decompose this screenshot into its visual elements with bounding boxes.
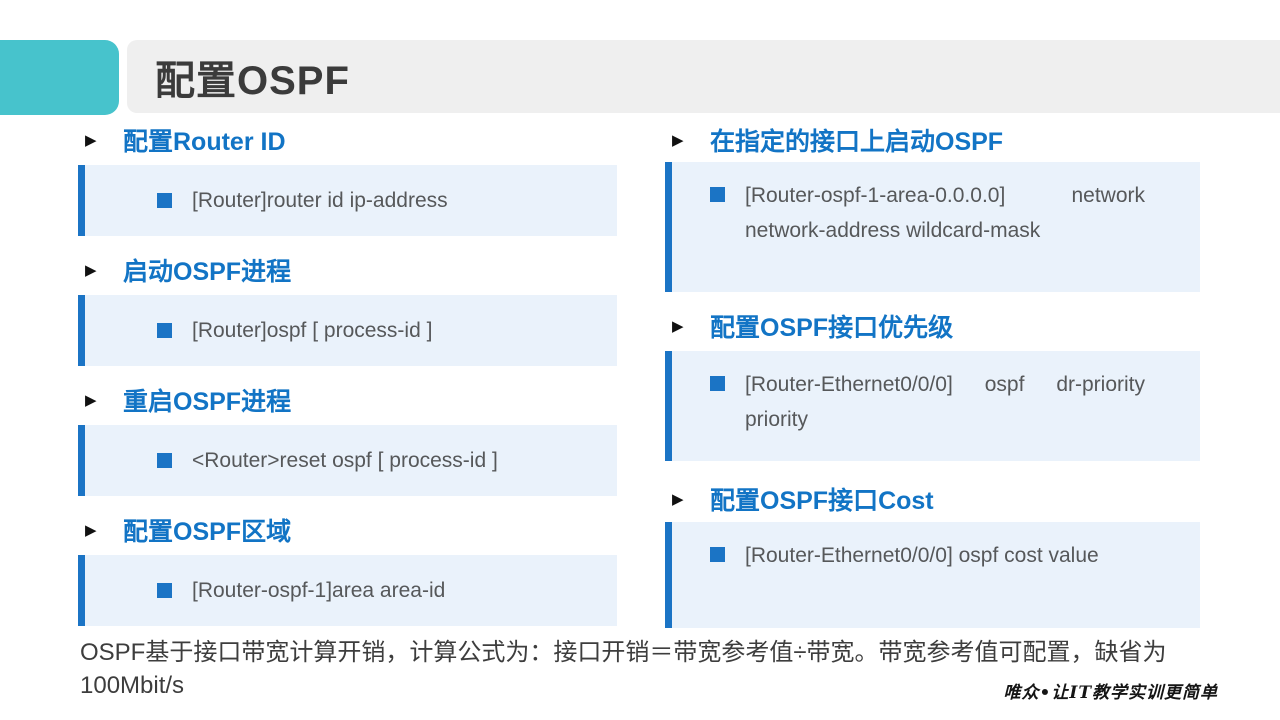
command-box: [Router]router id ip-address bbox=[78, 165, 617, 236]
square-bullet-icon bbox=[157, 452, 172, 468]
command-text: [Router-Ethernet0/0/0] ospf cost value bbox=[745, 544, 1099, 567]
section-heading: ▶ 配置OSPF接口优先级 bbox=[665, 311, 1200, 342]
section-router-id: ▶ 配置Router ID [Router]router id ip-addre… bbox=[78, 125, 617, 236]
command-text: [Router-ospf-1-area-0.0.0.0] network net… bbox=[745, 184, 1145, 242]
section-heading: ▶ 配置OSPF区域 bbox=[78, 515, 617, 546]
triangle-marker-icon: ▶ bbox=[672, 490, 684, 508]
square-bullet-icon bbox=[157, 192, 172, 208]
section-heading: ▶ 配置Router ID bbox=[78, 125, 617, 156]
section-heading-label: 配置Router ID bbox=[123, 128, 286, 156]
command-text: [Router-Ethernet0/0/0] ospf dr-priority … bbox=[745, 373, 1145, 431]
triangle-marker-icon: ▶ bbox=[672, 131, 684, 149]
square-bullet-icon bbox=[710, 547, 725, 562]
square-bullet-icon bbox=[710, 376, 725, 391]
section-heading-label: 配置OSPF接口Cost bbox=[710, 487, 934, 515]
triangle-marker-icon: ▶ bbox=[85, 131, 97, 149]
section-heading-label: 启动OSPF进程 bbox=[123, 258, 292, 286]
command-box: [Router]ospf [ process-id ] bbox=[78, 295, 617, 366]
section-heading-label: 在指定的接口上启动OSPF bbox=[710, 128, 1004, 156]
title-bar: 配置OSPF bbox=[127, 40, 1280, 113]
left-column: ▶ 配置Router ID [Router]router id ip-addre… bbox=[78, 120, 617, 626]
square-bullet-icon bbox=[710, 187, 725, 202]
square-bullet-icon bbox=[157, 322, 172, 338]
command-box: [Router-Ethernet0/0/0] ospf dr-priority … bbox=[665, 351, 1200, 461]
command-text: <Router>reset ospf [ process-id ] bbox=[192, 449, 498, 472]
section-heading-label: 配置OSPF区域 bbox=[123, 518, 292, 546]
section-ospf-dr-priority: ▶ 配置OSPF接口优先级 [Router-Ethernet0/0/0] osp… bbox=[665, 311, 1200, 461]
section-start-ospf-process: ▶ 启动OSPF进程 [Router]ospf [ process-id ] bbox=[78, 255, 617, 366]
command-text: [Router]router id ip-address bbox=[192, 189, 448, 212]
section-heading-label: 配置OSPF接口优先级 bbox=[710, 314, 954, 342]
page-title: 配置OSPF bbox=[155, 58, 350, 103]
command-box: [Router-Ethernet0/0/0] ospf cost value bbox=[665, 522, 1200, 628]
section-restart-ospf-process: ▶ 重启OSPF进程 <Router>reset ospf [ process-… bbox=[78, 385, 617, 496]
right-column: ▶ 在指定的接口上启动OSPF [Router-ospf-1-area-0.0.… bbox=[665, 120, 1200, 628]
section-heading-label: 重启OSPF进程 bbox=[123, 388, 292, 416]
section-heading: ▶ 重启OSPF进程 bbox=[78, 385, 617, 416]
square-bullet-icon bbox=[157, 582, 172, 598]
command-text: [Router-ospf-1]area area-id bbox=[192, 579, 446, 602]
footer-note: OSPF基于接口带宽计算开销，计算公式为：接口开销＝带宽参考值÷带宽。带宽参考值… bbox=[80, 639, 1167, 699]
command-box: [Router-ospf-1]area area-id bbox=[78, 555, 617, 626]
command-text: [Router]ospf [ process-id ] bbox=[192, 319, 433, 342]
command-box: [Router-ospf-1-area-0.0.0.0] network net… bbox=[665, 162, 1200, 292]
triangle-marker-icon: ▶ bbox=[85, 521, 97, 539]
section-heading: ▶ 配置OSPF接口Cost bbox=[665, 484, 1200, 515]
section-ospf-cost: ▶ 配置OSPF接口Cost [Router-Ethernet0/0/0] os… bbox=[665, 484, 1200, 628]
accent-teal-block bbox=[0, 40, 119, 115]
triangle-marker-icon: ▶ bbox=[85, 261, 97, 279]
triangle-marker-icon: ▶ bbox=[85, 391, 97, 409]
section-enable-ospf-on-interface: ▶ 在指定的接口上启动OSPF [Router-ospf-1-area-0.0.… bbox=[665, 125, 1200, 292]
brand-watermark: 唯众•让IT教学实训更简单 bbox=[1003, 683, 1218, 703]
section-ospf-area: ▶ 配置OSPF区域 [Router-ospf-1]area area-id bbox=[78, 515, 617, 626]
triangle-marker-icon: ▶ bbox=[672, 317, 684, 335]
command-box: <Router>reset ospf [ process-id ] bbox=[78, 425, 617, 496]
section-heading: ▶ 在指定的接口上启动OSPF bbox=[665, 125, 1200, 156]
section-heading: ▶ 启动OSPF进程 bbox=[78, 255, 617, 286]
